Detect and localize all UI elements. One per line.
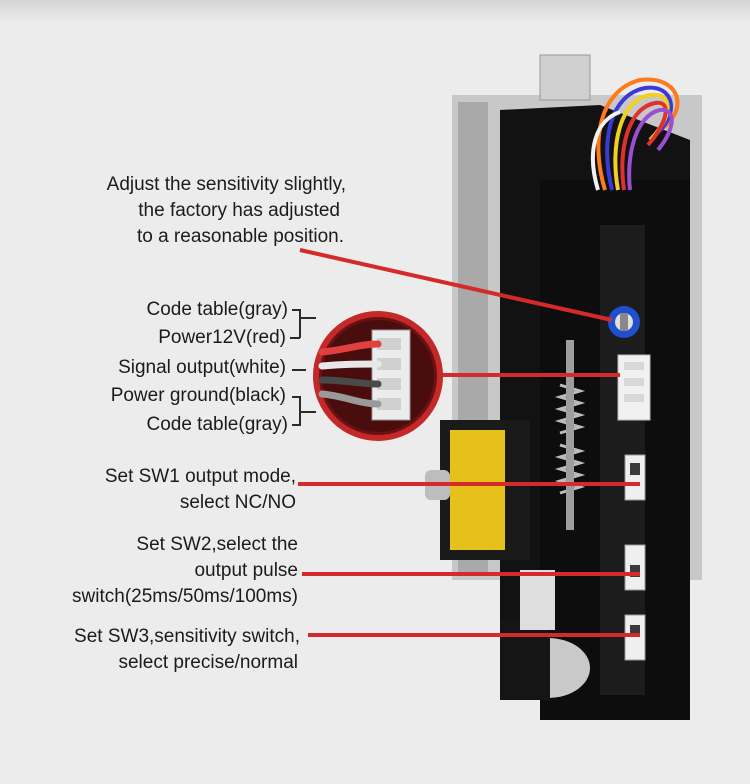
- sw3-line-2: select precise/normal: [118, 652, 298, 673]
- pin-power-12v: Power12V(red): [158, 327, 286, 348]
- pin-signal-output: Signal output(white): [118, 357, 286, 378]
- sw2-line-1: Set SW2,select the: [136, 534, 298, 555]
- pin-code-table-bottom: Code table(gray): [146, 414, 288, 435]
- sensitivity-line-3: to a reasonable position.: [136, 226, 344, 247]
- pin-power-ground: Power ground(black): [110, 385, 286, 406]
- sw1-line-1: Set SW1 output mode,: [104, 466, 296, 487]
- sensitivity-line-2: the factory has adjusted: [138, 200, 340, 221]
- sw1: [624, 454, 646, 501]
- sw3-line-1: Set SW3,sensitivity switch,: [74, 626, 300, 647]
- sw3: [624, 614, 646, 661]
- sw2-line-2: output pulse: [194, 560, 298, 581]
- pin-code-table-top: Code table(gray): [146, 299, 288, 320]
- sensitivity-line-1: Adjust the sensitivity slightly,: [106, 174, 346, 195]
- sw2-line-3: switch(25ms/50ms/100ms): [72, 586, 298, 607]
- top-shadow: [0, 0, 750, 22]
- wire-bundle: [590, 77, 680, 191]
- sw1-line-2: select NC/NO: [179, 492, 296, 513]
